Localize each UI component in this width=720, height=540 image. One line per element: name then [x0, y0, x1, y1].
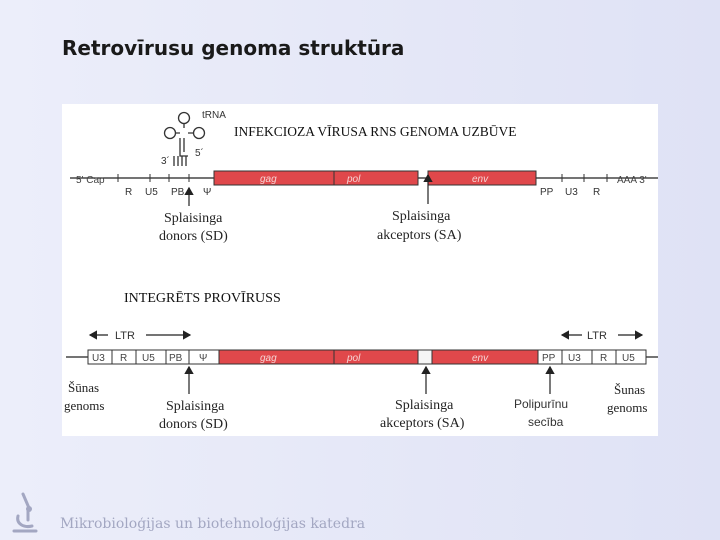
- trna-label: tRNA: [202, 110, 226, 121]
- page-title: Retrovīrusu genoma struktūra: [62, 36, 404, 60]
- genome-diagram: INFEKCIOZA VĪRUSA RNS GENOMA UZBŪVE tRNA…: [62, 104, 658, 436]
- rna-seg-pb: PB: [171, 187, 185, 198]
- genome-figure: INFEKCIOZA VĪRUSA RNS GENOMA UZBŪVE tRNA…: [62, 104, 658, 436]
- prov-ppt-label-2: secība: [528, 415, 564, 429]
- rna-sa-label-1: Splaisinga: [392, 209, 451, 224]
- ltr-right-label: LTR: [587, 330, 607, 342]
- rna-sd-label-2: donors (SD): [159, 229, 228, 244]
- prov-pol-label: pol: [346, 353, 361, 364]
- rna-gag-label: gag: [260, 174, 277, 185]
- trna-three-prime: 3´: [161, 155, 170, 167]
- rna-right-end: AAA 3': [617, 175, 647, 186]
- prov-label-pb: PB: [169, 353, 183, 364]
- rna-pol-label: pol: [346, 174, 361, 185]
- prov-sd-label-2: donors (SD): [159, 417, 228, 432]
- rna-env-label: env: [472, 174, 489, 185]
- prov-label-r-left: R: [120, 353, 127, 364]
- prov-gag-label: gag: [260, 353, 277, 364]
- prov-sa-label-2: akceptors (SA): [380, 416, 465, 431]
- rna-seg-u5: U5: [145, 187, 158, 198]
- rna-heading: INFEKCIOZA VĪRUSA RNS GENOMA UZBŪVE: [234, 124, 517, 139]
- rna-seg-u3: U3: [565, 187, 578, 198]
- prov-ppt-label-1: Polipurīnu: [514, 397, 568, 411]
- prov-env-label: env: [472, 353, 489, 364]
- host-left-label-2: genoms: [64, 398, 104, 413]
- rna-seg-r2: R: [593, 187, 600, 198]
- rna-sd-label-1: Splaisinga: [164, 211, 223, 226]
- rna-seg-r: R: [125, 187, 132, 198]
- prov-label-pp: PP: [542, 353, 556, 364]
- prov-label-r-right: R: [600, 353, 607, 364]
- provirus-heading: INTEGRĒTS PROVĪRUSS: [124, 290, 281, 306]
- prov-sd-label-1: Splaisinga: [166, 399, 225, 414]
- ltr-left-label: LTR: [115, 330, 135, 342]
- prov-label-u3-right: U3: [568, 353, 581, 364]
- prov-label-u5-left: U5: [142, 353, 155, 364]
- footer-department: Mikrobioloģijas un biotehnoloģijas kated…: [60, 516, 365, 532]
- rna-left-end: 5' Cap: [76, 175, 105, 186]
- trna-five-prime: 5´: [195, 147, 204, 159]
- rna-seg-psi: Ψ: [203, 187, 211, 198]
- rna-seg-pp: PP: [540, 187, 554, 198]
- host-right-label-2: genoms: [607, 400, 647, 415]
- prov-label-u3-left: U3: [92, 353, 105, 364]
- prov-label-u5-right: U5: [622, 353, 635, 364]
- host-right-label-1: Šunas: [614, 382, 645, 397]
- prov-gap-box: [418, 350, 432, 364]
- rna-sa-label-2: akceptors (SA): [377, 228, 462, 243]
- prov-label-psi: Ψ: [199, 353, 207, 364]
- prov-sa-label-1: Splaisinga: [395, 398, 454, 413]
- host-left-label-1: Šūnas: [68, 380, 99, 395]
- microscope-icon: [10, 490, 40, 534]
